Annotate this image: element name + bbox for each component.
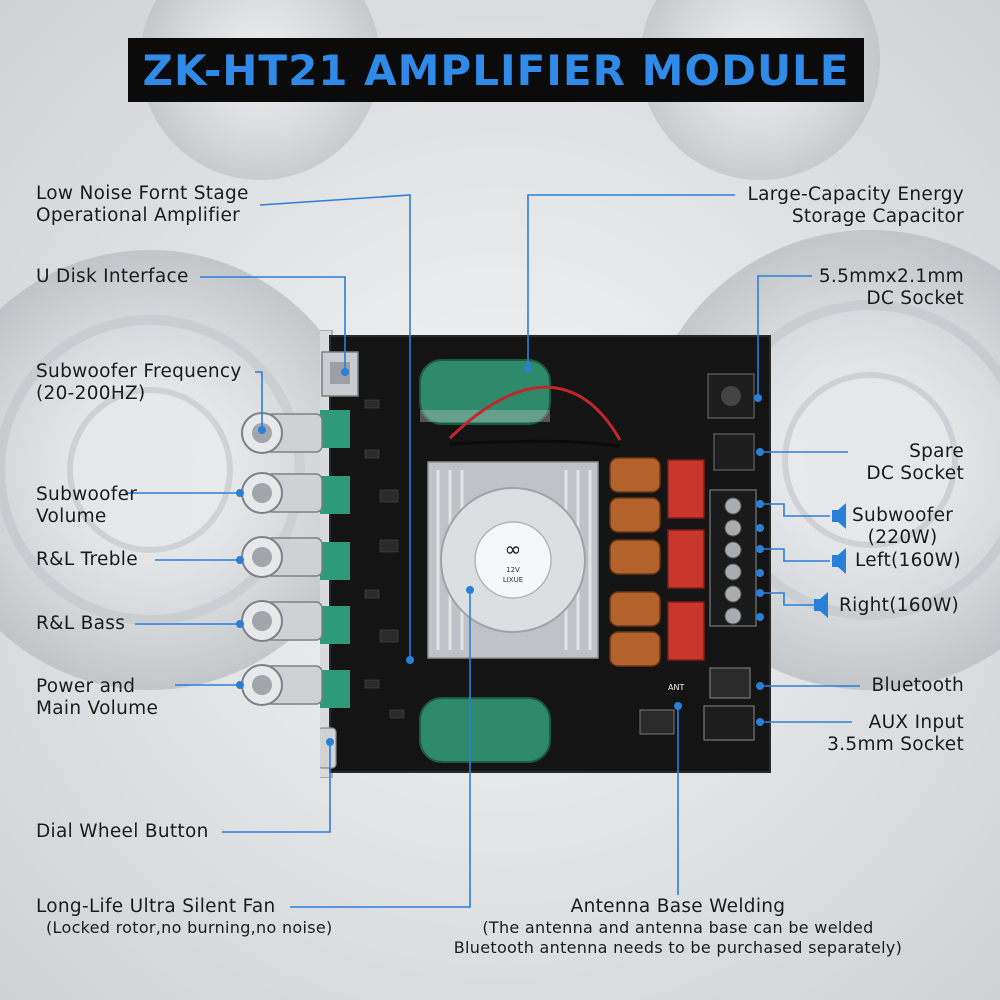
fan-voltage: 12V bbox=[506, 566, 520, 574]
amplifier-board: ∞ 12V LIXUE ANT bbox=[320, 330, 771, 778]
spare-dc-socket bbox=[713, 433, 755, 471]
label-aux: AUX Input 3.5mm Socket bbox=[827, 712, 964, 755]
label-sub-frequency: Subwoofer Frequency (20-200HZ) bbox=[36, 361, 242, 404]
label-left-out: Left(160W) bbox=[855, 550, 961, 571]
label-dial: Dial Wheel Button bbox=[36, 821, 209, 842]
bt-chip bbox=[639, 709, 675, 735]
title-banner: ZK-HT21 AMPLIFIER MODULE bbox=[128, 38, 864, 102]
fan-brand: LIXUE bbox=[503, 576, 523, 584]
label-bass: R&L Bass bbox=[36, 613, 126, 634]
bluetooth-module bbox=[709, 667, 751, 699]
label-antenna: Antenna Base Welding (The antenna and an… bbox=[453, 896, 903, 957]
film-capacitors bbox=[667, 459, 705, 661]
label-capacitor: Large-Capacity Energy Storage Capacitor bbox=[747, 184, 964, 227]
fan-logo-icon: ∞ bbox=[505, 537, 522, 561]
aux-socket bbox=[703, 705, 755, 741]
label-treble: R&L Treble bbox=[36, 549, 138, 570]
label-dc-socket: 5.5mmx2.1mm DC Socket bbox=[818, 266, 964, 309]
dial-wheel bbox=[320, 727, 337, 769]
label-low-noise: Low Noise Fornt Stage Operational Amplif… bbox=[36, 183, 249, 226]
label-sub-volume: Subwoofer Volume bbox=[36, 484, 138, 527]
label-right-out: Right(160W) bbox=[839, 595, 960, 616]
label-subwoofer-out: Subwoofer (220W) bbox=[852, 505, 954, 548]
fan-hub bbox=[474, 521, 552, 599]
inductors bbox=[609, 457, 661, 667]
label-u-disk: U Disk Interface bbox=[36, 266, 189, 287]
label-spare-dc: Spare DC Socket bbox=[866, 441, 964, 484]
label-power: Power and Main Volume bbox=[36, 676, 159, 719]
ant-marking: ANT bbox=[668, 683, 684, 692]
top-capacitor bbox=[419, 359, 551, 425]
label-fan: Long-Life Ultra Silent Fan (Locked rotor… bbox=[36, 896, 333, 937]
page-title: ZK-HT21 AMPLIFIER MODULE bbox=[142, 45, 850, 95]
bottom-capacitor bbox=[419, 697, 551, 763]
label-bluetooth: Bluetooth bbox=[871, 675, 964, 696]
